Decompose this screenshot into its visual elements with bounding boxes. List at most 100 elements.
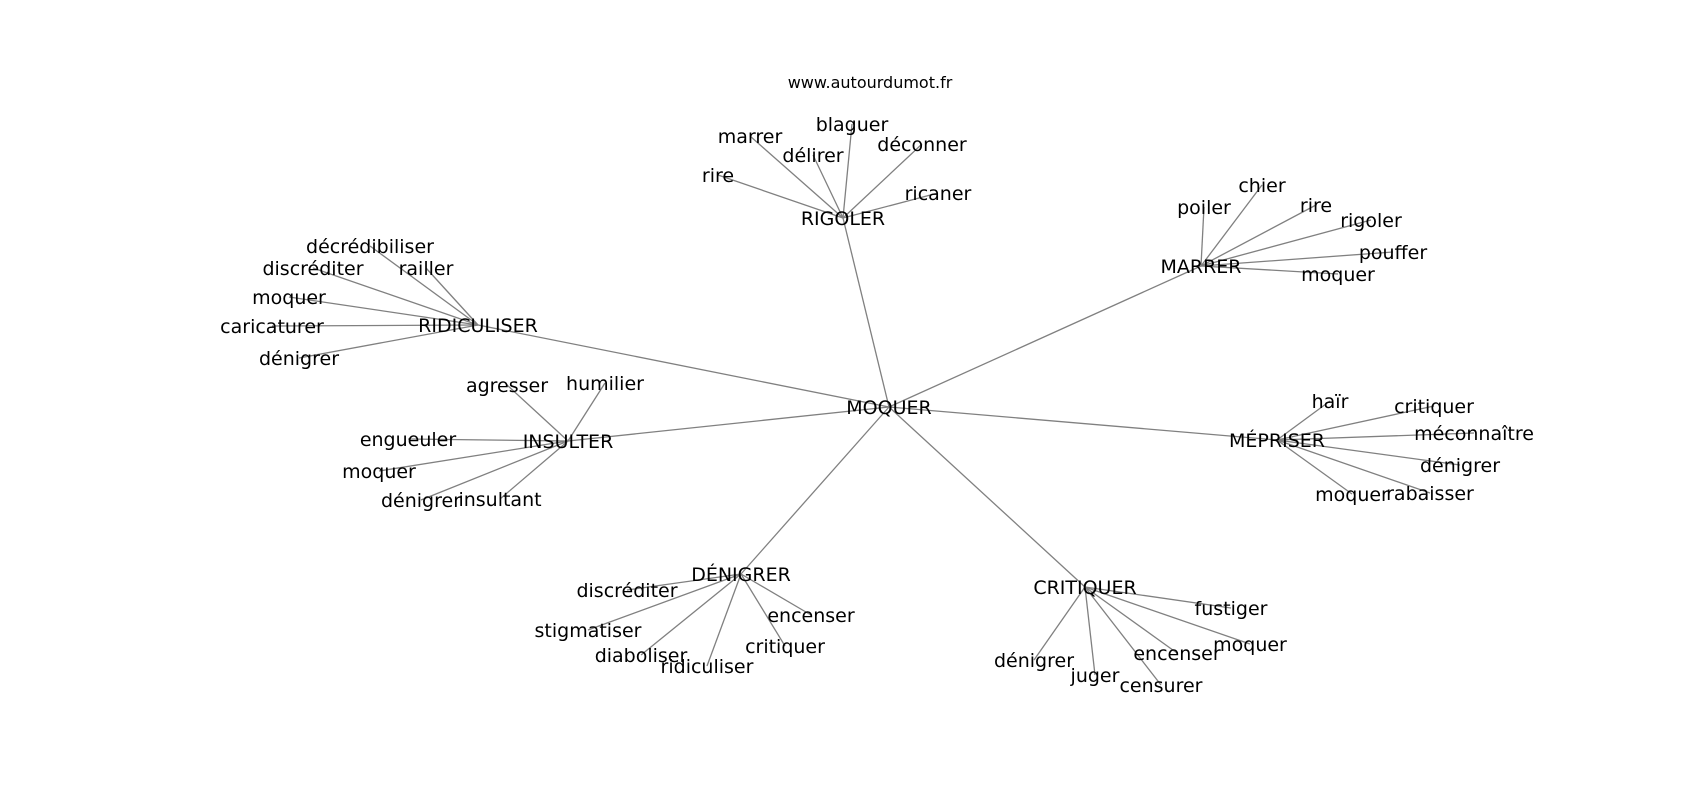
- labels: MOQUER RIGOLERriremarrerdélirerblaguerdé…: [220, 114, 1534, 697]
- source-label: www.autourdumot.fr: [788, 73, 953, 92]
- word-node: ridiculiser: [661, 656, 754, 678]
- edge-denigrer-word: [640, 573, 742, 656]
- edge-marrer-word: [1200, 184, 1263, 267]
- edge-rigoler-word: [749, 135, 844, 219]
- word-node: rire: [1300, 195, 1332, 217]
- edge-denigrer-word: [706, 573, 742, 667]
- cluster-node-denigrer: DÉNIGRER: [691, 563, 791, 586]
- word-node: moquer: [1213, 634, 1287, 656]
- word-node: moquer: [1315, 484, 1389, 506]
- edge-insulter-word: [567, 382, 606, 442]
- edge-mepriser-word: [1276, 400, 1331, 441]
- edge-critiquer-word: [1084, 586, 1096, 676]
- edge-root-insulter: [567, 406, 890, 442]
- word-node: chier: [1238, 175, 1285, 197]
- edge-marrer-word: [1200, 204, 1317, 267]
- edge-insulter-word: [420, 440, 569, 501]
- word-node: encenser: [1133, 643, 1220, 665]
- word-node: dénigrer: [259, 348, 339, 370]
- edge-insulter-word: [378, 440, 569, 472]
- word-node: humilier: [566, 373, 644, 395]
- edge-critiquer-word: [1033, 586, 1086, 661]
- edge-mepriser-word: [1276, 432, 1475, 441]
- word-node: ricaner: [905, 183, 972, 205]
- edge-root-mepriser: [888, 406, 1278, 441]
- word-node: méconnaître: [1414, 423, 1534, 445]
- edge-critiquer-word: [1084, 586, 1178, 654]
- edge-ridiculiser-word: [312, 267, 479, 326]
- edge-marrer-word: [1200, 265, 1339, 275]
- word-node: critiquer: [745, 636, 825, 658]
- edge-ridiculiser-word: [271, 324, 479, 327]
- edge-mepriser-word: [1276, 439, 1353, 495]
- word-node: agresser: [466, 375, 548, 397]
- word-node: discréditer: [576, 580, 677, 602]
- word-node: insultant: [458, 489, 541, 511]
- word-node: pouffer: [1359, 242, 1428, 264]
- word-node: censurer: [1119, 675, 1202, 697]
- word-node: poiler: [1177, 197, 1231, 219]
- word-node: diaboliser: [595, 645, 688, 667]
- word-node: juger: [1070, 665, 1120, 687]
- edge-insulter-word: [506, 384, 569, 442]
- word-node: moquer: [252, 287, 326, 309]
- word-node: rabaisser: [1386, 483, 1474, 505]
- edge-ridiculiser-word: [425, 267, 479, 326]
- edges: [271, 123, 1475, 686]
- edge-rigoler-word: [842, 143, 923, 219]
- edge-rigoler-word: [842, 123, 853, 219]
- edge-ridiculiser-word: [288, 296, 479, 326]
- edge-mepriser-word: [1276, 439, 1431, 494]
- word-node: rire: [702, 165, 734, 187]
- edge-rigoler-word: [842, 192, 939, 219]
- word-node: dénigrer: [1420, 455, 1500, 477]
- word-node: dénigrer: [994, 650, 1074, 672]
- cluster-node-ridiculiser: RIDICULISER: [418, 315, 538, 337]
- word-node: marrer: [718, 126, 783, 148]
- edge-root-denigrer: [740, 406, 890, 575]
- edge-marrer-word: [1200, 206, 1205, 267]
- edge-root-critiquer: [888, 406, 1086, 588]
- edge-critiquer-word: [1084, 586, 1162, 686]
- word-node: critiquer: [1394, 396, 1474, 418]
- word-node: encenser: [767, 605, 854, 627]
- word-node: délirer: [782, 145, 843, 167]
- word-node: discréditer: [262, 258, 363, 280]
- edge-critiquer-word: [1084, 586, 1232, 609]
- edge-rigoler-word: [717, 174, 844, 219]
- word-node: engueuler: [360, 429, 457, 451]
- edge-marrer-word: [1200, 219, 1372, 267]
- edge-root-rigoler: [842, 217, 890, 408]
- word-node: railler: [399, 258, 454, 280]
- edge-denigrer-word: [740, 573, 812, 616]
- edge-insulter-word: [499, 440, 569, 500]
- word-node: décrédibiliser: [306, 236, 434, 258]
- word-node: moquer: [1301, 264, 1375, 286]
- cluster-node-rigoler: RIGOLER: [801, 208, 885, 230]
- word-node: dénigrer: [381, 490, 461, 512]
- word-node: fustiger: [1195, 598, 1268, 620]
- word-node: stigmatiser: [535, 620, 642, 642]
- edge-rigoler-word: [812, 154, 844, 219]
- edge-ridiculiser-word: [369, 245, 479, 326]
- edge-denigrer-word: [626, 573, 742, 591]
- word-node: blaguer: [816, 114, 889, 136]
- edge-insulter-word: [407, 438, 569, 442]
- edge-marrer-word: [1200, 251, 1394, 267]
- edge-root-marrer: [888, 265, 1202, 408]
- edge-denigrer-word: [587, 573, 742, 631]
- cluster-node-insulter: INSULTER: [523, 431, 614, 453]
- word-node: déconner: [877, 134, 967, 156]
- edge-critiquer-word: [1084, 586, 1251, 645]
- word-node: rigoler: [1340, 210, 1402, 232]
- edge-denigrer-word: [740, 573, 786, 647]
- cluster-node-critiquer: CRITIQUER: [1033, 577, 1136, 599]
- word-node: moquer: [342, 461, 416, 483]
- edge-root-ridiculiser: [477, 324, 890, 408]
- edge-mepriser-word: [1276, 405, 1435, 441]
- root-node: MOQUER: [846, 397, 931, 419]
- word-node: caricaturer: [220, 316, 324, 338]
- cluster-node-marrer: MARRER: [1160, 256, 1241, 278]
- edge-mepriser-word: [1276, 439, 1461, 466]
